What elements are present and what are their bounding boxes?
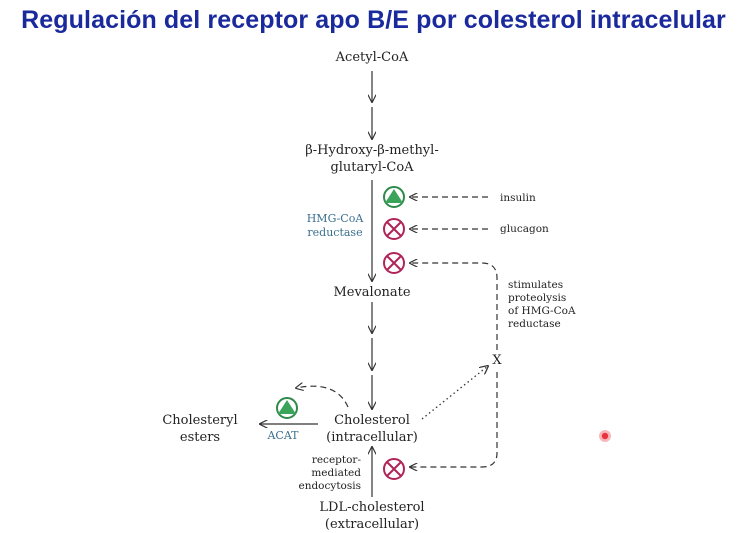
- cholesterol-label-line1: Cholesterol: [334, 413, 410, 428]
- acat-label: ACAT: [266, 429, 299, 442]
- stimulate-icon: [383, 186, 405, 208]
- hmg-coa-label-line1: β-Hydroxy-β-methyl-: [305, 143, 438, 158]
- ldl-cholesterol-label-line1: LDL-cholesterol: [319, 500, 424, 515]
- endocytosis-note-line2: mediated: [311, 467, 361, 479]
- inhibit-icon: [383, 218, 405, 240]
- mevalonate-label: Mevalonate: [333, 285, 410, 300]
- proteolysis-note-line2: proteolysis: [508, 292, 566, 304]
- proteolysis-note-line1: stimulates: [508, 279, 563, 291]
- endocytosis-note-line3: endocytosis: [298, 480, 361, 492]
- cholesteryl-esters-label-line2: esters: [180, 430, 220, 445]
- slide-title: Regulación del receptor apo B/E por cole…: [21, 6, 726, 34]
- hmg-coa-label-line2: glutaryl-CoA: [330, 160, 414, 175]
- cholesterol-to-x-arrow: [421, 366, 488, 420]
- cholesterol-label-line2: (intracellular): [326, 430, 418, 445]
- hmg-coa-reductase-label-line2: reductase: [307, 226, 362, 239]
- x-mark-label: X: [492, 353, 502, 368]
- cholesteryl-esters-label-line1: Cholesteryl: [162, 413, 237, 428]
- insulin-label: insulin: [500, 192, 536, 204]
- acetyl-coa-label: Acetyl-CoA: [335, 50, 409, 65]
- inhibit-icon: [383, 252, 405, 274]
- hmg-coa-reductase-label-line1: HMG-CoA: [307, 212, 365, 225]
- endocytosis-note-line1: receptor-: [312, 454, 362, 466]
- receptor-inhibition-arrow: [410, 372, 498, 467]
- proteolysis-note-line4: reductase: [508, 318, 561, 330]
- acat-activation-arrow: [296, 386, 349, 408]
- proteolysis-arrow: [410, 263, 498, 350]
- stimulate-icon: [276, 397, 298, 419]
- glucagon-label: glucagon: [500, 223, 549, 235]
- laser-pointer-icon: [599, 430, 611, 442]
- ldl-cholesterol-label-line2: (extracellular): [325, 517, 419, 532]
- proteolysis-note-line3: of HMG-CoA: [508, 305, 576, 317]
- inhibit-icon: [383, 458, 405, 480]
